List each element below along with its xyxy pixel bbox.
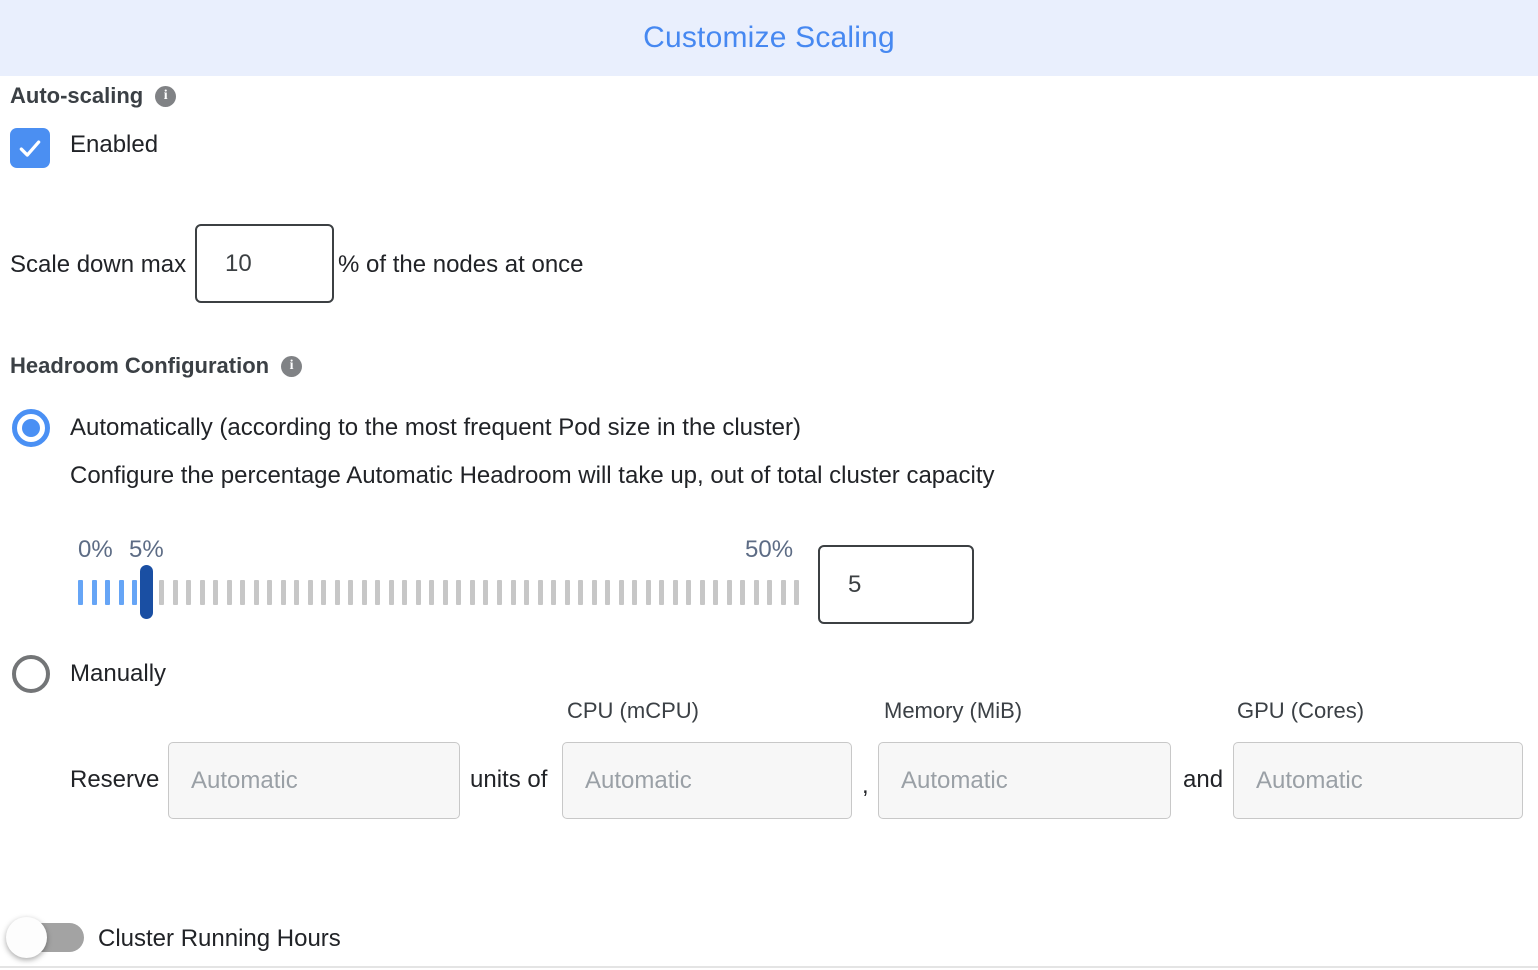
auto-scaling-section-label: Auto-scaling i <box>10 83 177 109</box>
enabled-label: Enabled <box>70 131 159 158</box>
slider-tick <box>375 580 381 605</box>
slider-tick <box>402 580 408 605</box>
and-separator: and <box>1183 766 1224 793</box>
scale-down-max-input[interactable] <box>195 224 334 303</box>
panel-header: Customize Scaling <box>0 0 1538 76</box>
bottom-divider <box>0 966 1538 968</box>
auto-scaling-enabled-checkbox[interactable] <box>10 128 50 168</box>
slider-tick <box>456 580 462 605</box>
slider-tick <box>780 580 786 605</box>
slider-tick <box>632 580 638 605</box>
slider-tick <box>740 580 746 605</box>
slider-tick <box>645 580 651 605</box>
scale-down-max-label: Scale down max <box>10 251 187 278</box>
slider-tick <box>388 580 394 605</box>
slider-min-label: 0% <box>78 536 113 563</box>
slider-max-label: 50% <box>745 536 794 563</box>
slider-tick <box>686 580 692 605</box>
comma-separator: , <box>862 772 869 799</box>
reserve-gpu-input[interactable] <box>1233 742 1523 819</box>
slider-tick <box>321 580 327 605</box>
slider-tick <box>551 580 557 605</box>
slider-tick <box>483 580 489 605</box>
slider-tick <box>524 580 530 605</box>
slider-tick <box>267 580 273 605</box>
slider-tick <box>361 580 367 605</box>
slider-tick <box>186 580 192 605</box>
slider-tick <box>348 580 354 605</box>
radio-dot <box>22 419 40 437</box>
reserve-memory-input[interactable] <box>878 742 1171 819</box>
slider-tick <box>564 580 570 605</box>
slider-tick <box>226 580 232 605</box>
headroom-section-label: Headroom Configuration i <box>10 353 303 379</box>
slider-tick <box>118 580 124 605</box>
slider-tick <box>672 580 678 605</box>
slider-tick <box>253 580 259 605</box>
headroom-automatic-radio[interactable] <box>12 409 50 447</box>
slider-tick <box>280 580 286 605</box>
slider-tick <box>591 580 597 605</box>
slider-tick <box>537 580 543 605</box>
toggle-knob <box>6 917 47 958</box>
slider-tick <box>442 580 448 605</box>
slider-tick <box>91 580 97 605</box>
reserve-count-input[interactable] <box>168 742 460 819</box>
slider-tick <box>199 580 205 605</box>
headroom-slider-handle[interactable] <box>140 565 153 619</box>
checkmark-icon <box>19 140 41 157</box>
info-icon[interactable]: i <box>155 85 177 107</box>
slider-tick <box>105 580 111 605</box>
slider-tick <box>172 580 178 605</box>
memory-column-header: Memory (MiB) <box>884 698 1023 723</box>
slider-tick <box>469 580 475 605</box>
slider-tick <box>159 580 165 605</box>
slider-tick <box>767 580 773 605</box>
slider-tick <box>429 580 435 605</box>
reserve-cpu-input[interactable] <box>562 742 852 819</box>
headroom-manual-label: Manually <box>70 660 167 687</box>
slider-tick <box>726 580 732 605</box>
slider-tick <box>510 580 516 605</box>
reserve-label: Reserve <box>70 766 160 793</box>
headroom-automatic-label: Automatically (according to the most fre… <box>70 414 802 441</box>
cluster-running-hours-label: Cluster Running Hours <box>98 925 341 952</box>
page-title: Customize Scaling <box>643 21 895 54</box>
headroom-slider-ticks[interactable] <box>78 580 800 605</box>
slider-tick <box>713 580 719 605</box>
slider-tick <box>415 580 421 605</box>
slider-tick <box>78 580 83 605</box>
scale-down-max-suffix: % of the nodes at once <box>338 251 584 278</box>
slider-tick <box>753 580 759 605</box>
slider-tick <box>794 580 800 605</box>
headroom-percentage-input[interactable] <box>818 545 974 624</box>
slider-tick <box>294 580 300 605</box>
cluster-running-hours-toggle[interactable] <box>6 917 84 958</box>
slider-tick <box>659 580 665 605</box>
slider-tick <box>578 580 584 605</box>
slider-current-label: 5% <box>129 536 164 563</box>
slider-tick <box>334 580 340 605</box>
headroom-automatic-description: Configure the percentage Automatic Headr… <box>70 462 995 489</box>
slider-tick <box>699 580 705 605</box>
gpu-column-header: GPU (Cores) <box>1237 698 1365 723</box>
slider-tick <box>496 580 502 605</box>
units-of-label: units of <box>470 766 548 793</box>
slider-tick <box>618 580 624 605</box>
info-icon[interactable]: i <box>281 355 303 377</box>
auto-scaling-label: Auto-scaling <box>10 83 144 108</box>
headroom-manual-radio[interactable] <box>12 655 50 693</box>
slider-tick <box>307 580 313 605</box>
slider-tick <box>132 580 138 605</box>
slider-tick <box>605 580 611 605</box>
headroom-configuration-label: Headroom Configuration <box>10 353 270 378</box>
slider-tick <box>240 580 246 605</box>
slider-tick <box>213 580 219 605</box>
cpu-column-header: CPU (mCPU) <box>567 698 699 723</box>
